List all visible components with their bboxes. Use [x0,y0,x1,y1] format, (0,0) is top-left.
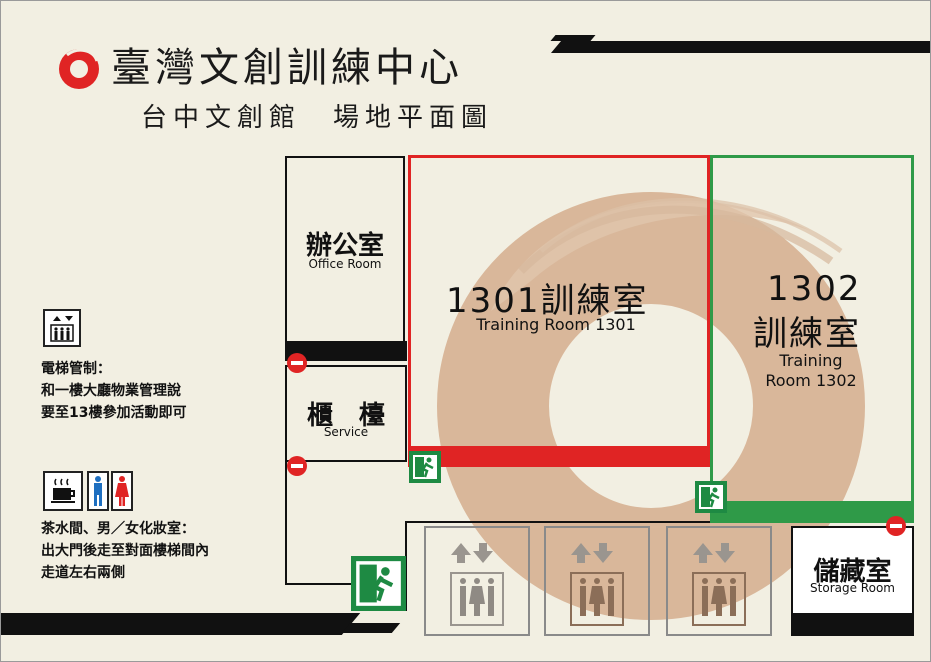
decor-bar-top [550,41,930,53]
decor-bar-bottom-thin [341,623,401,633]
decor-bar-bottom [1,613,361,635]
corridor-wall-left [285,461,287,585]
service-en: Service [323,425,369,439]
page-title: 臺灣文創訓練中心 [111,45,463,91]
no-entry-icon [287,456,307,476]
room-1301-bar [408,446,710,467]
no-entry-icon [886,516,906,536]
room-1302-en-line1: Training [779,351,843,370]
service-counter [285,365,407,462]
room-1301-en: Training Room 1301 [476,315,636,334]
no-entry-icon [287,353,307,373]
storage-bar [791,613,914,636]
corridor-wall-top [405,521,715,523]
exit-icon [695,481,727,513]
restroom-note-line3: 走道左右兩側 [41,565,125,581]
exit-icon [351,556,406,611]
corridor-wall-mid [405,521,407,611]
swirl-graphic [437,192,865,620]
training-room-1302 [710,155,914,523]
elevator-note-line1: 電梯管制： [41,361,111,377]
male-icon [87,471,109,511]
decor-bar-top-thin [550,35,596,41]
corridor-wall-bottom [285,583,357,585]
service-zh: 櫃 檯 [306,401,385,431]
restroom-note-line1: 茶水間、男／女化妝室： [41,521,195,537]
room-1302-num: 1302 [767,269,862,309]
room-1302-zh: 訓練室 [753,314,861,354]
room-1302-left-wall [710,155,713,523]
room-1302-bar [710,501,914,521]
restroom-note-line2: 出大門後走至對面樓梯間內 [41,543,209,559]
elevator-note-line3: 要至13樓參加活動即可 [41,405,187,421]
office-room [285,156,405,361]
elevator-note-line2: 和一樓大廳物業管理說 [41,383,181,399]
female-icon [111,471,133,511]
elevator-icon [43,309,81,347]
room-1302-en-line2: Room 1302 [765,371,857,390]
office-room-zh: 辦公室 [305,231,384,261]
office-wall-bottom [285,341,407,361]
logo-icon [59,48,99,89]
storage-zh: 儲藏室 [813,557,892,587]
office-room-en: Office Room [308,257,382,271]
page-subtitle: 台中文創館 場地平面圖 [141,103,494,133]
elevator-bank-icon [424,526,772,636]
exit-icon [409,451,441,483]
storage-en: Storage Room [810,581,895,595]
room-1301-title: 1301訓練室 [446,281,649,321]
tea-icon [43,471,83,511]
